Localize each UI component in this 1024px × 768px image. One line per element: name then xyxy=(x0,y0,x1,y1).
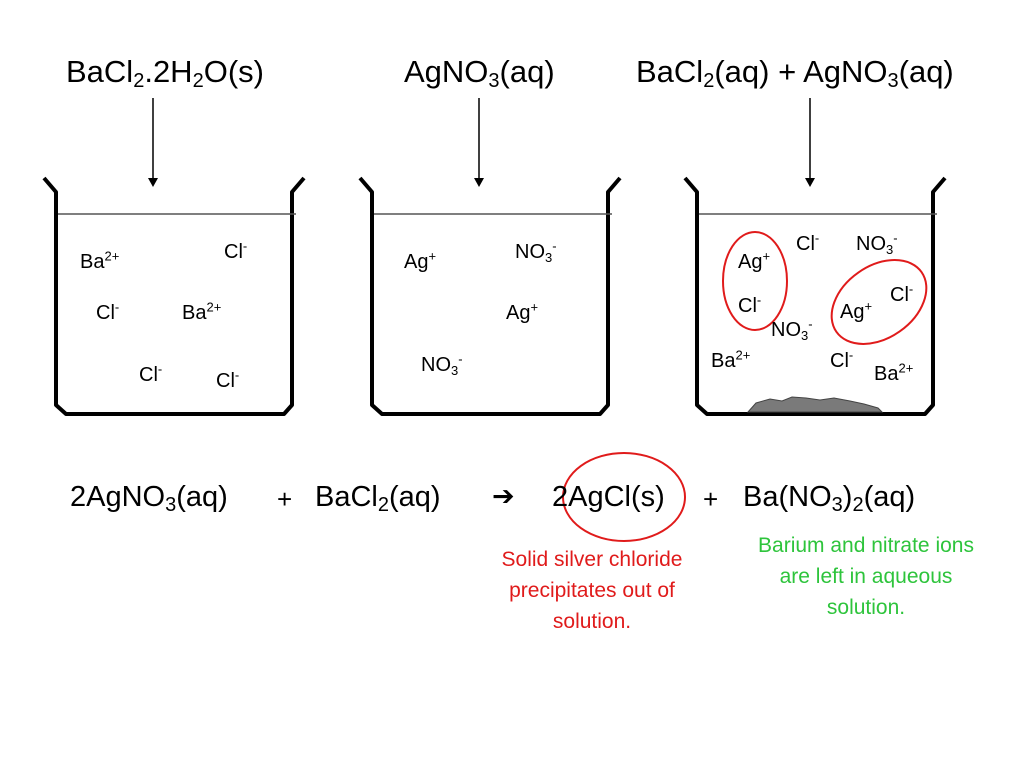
ion-ba2plus: Ba2+ xyxy=(711,347,751,372)
ion-cl-minus: Cl- xyxy=(96,299,120,324)
equation-product-agcl: 2AgCl(s) xyxy=(552,481,665,513)
ion-no3-minus: NO3- xyxy=(421,351,463,378)
ion-ag-plus: Ag+ xyxy=(738,248,771,273)
ion-no3-minus: NO3- xyxy=(771,316,813,343)
equation-plus-1: + xyxy=(277,484,293,514)
ion-cl-minus: Cl- xyxy=(139,361,163,386)
title-beaker-1: BaCl2.2H2O(s) xyxy=(66,54,264,92)
equation-reactant-agno3: 2AgNO3(aq) xyxy=(70,481,228,516)
ion-no3-minus: NO3- xyxy=(856,230,898,257)
ion-cl-minus: Cl- xyxy=(216,367,240,392)
ion-ba2plus: Ba2+ xyxy=(182,299,222,324)
beaker-1 xyxy=(42,176,306,416)
arrow-beaker-3 xyxy=(805,98,815,187)
ion-ag-plus: Ag+ xyxy=(404,248,437,273)
circle-agcl-product xyxy=(562,452,686,542)
equation-product-bano32: Ba(NO3)2(aq) xyxy=(743,481,916,516)
title-beaker-3: BaCl2(aq) + AgNO3(aq) xyxy=(636,54,954,92)
ion-cl-minus: Cl- xyxy=(738,292,762,317)
ion-ag-plus: Ag+ xyxy=(506,299,539,324)
equation-arrow: ➔ xyxy=(492,481,515,511)
ion-cl-minus: Cl- xyxy=(796,230,820,255)
ion-cl-minus: Cl- xyxy=(224,238,248,263)
equation-reactant-bacl2: BaCl2(aq) xyxy=(315,481,441,516)
circle-ag-cl-pair-2 xyxy=(830,259,928,345)
arrow-beaker-2 xyxy=(474,98,484,187)
ion-cl-minus: Cl- xyxy=(890,281,914,306)
note-spectator-ions: Barium and nitrate ions are left in aque… xyxy=(758,534,974,619)
ion-no3-minus: NO3- xyxy=(515,238,557,265)
precipitate-solid xyxy=(746,396,884,413)
beaker-3 xyxy=(683,176,947,416)
beaker-2 xyxy=(358,176,622,416)
ion-cl-minus: Cl- xyxy=(830,347,854,372)
arrow-beaker-1 xyxy=(148,98,158,187)
title-beaker-2: AgNO3(aq) xyxy=(404,54,555,92)
ion-ba2plus: Ba2+ xyxy=(80,248,120,273)
ion-ag-plus: Ag+ xyxy=(840,298,873,323)
circle-ag-cl-pair-1 xyxy=(722,231,788,331)
ion-ba2plus: Ba2+ xyxy=(874,360,914,385)
note-precipitate: Solid silver chloride precipitates out o… xyxy=(501,548,683,633)
equation-plus-2: + xyxy=(703,484,719,514)
